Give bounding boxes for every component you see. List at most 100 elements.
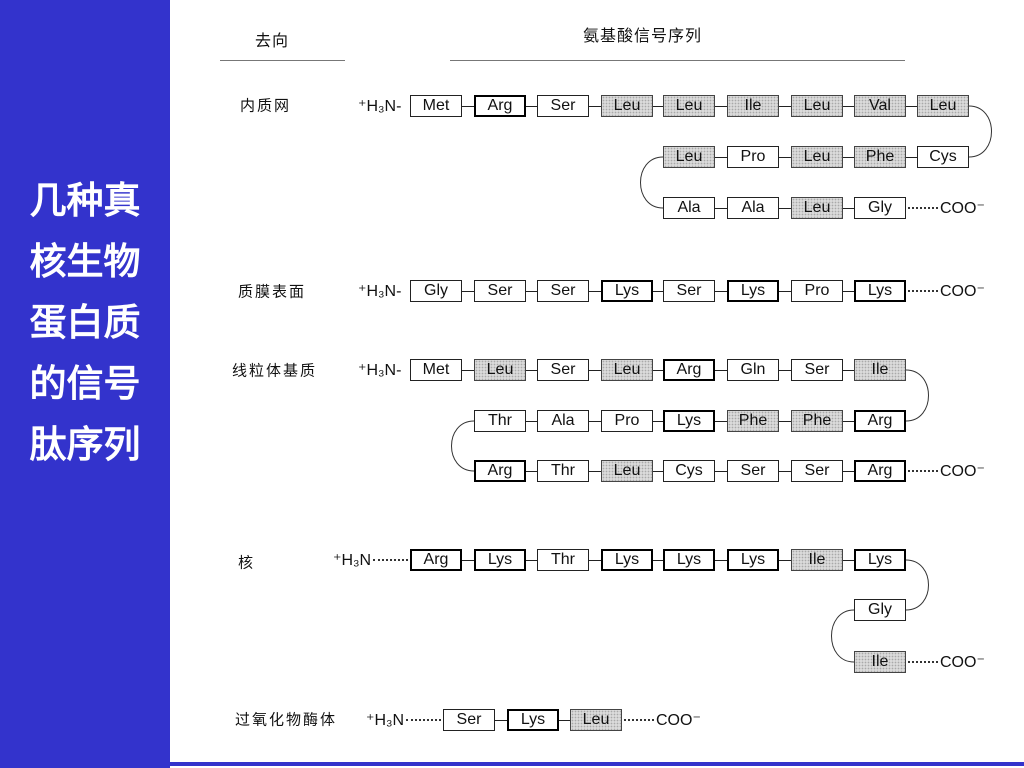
dotted-leader	[624, 719, 654, 721]
residue-box: Met	[410, 95, 462, 117]
destination-label: 内质网	[240, 96, 292, 115]
c-terminus-label: COO⁻	[940, 200, 985, 217]
peptide-bond	[653, 106, 663, 107]
residue-box: Lys	[663, 410, 715, 432]
residue-box: Ala	[537, 410, 589, 432]
residue-box: Thr	[474, 410, 526, 432]
residue-box: Ile	[854, 359, 906, 381]
peptide-bond	[589, 471, 601, 472]
residue-box: Ile	[791, 549, 843, 571]
residue-box: Ile	[854, 651, 906, 673]
residue-box: Ala	[663, 197, 715, 219]
dotted-leader	[908, 290, 938, 292]
peptide-bond	[653, 471, 663, 472]
c-terminus: COO⁻	[906, 280, 985, 302]
dotted-leader	[373, 559, 408, 561]
peptide-bond	[495, 720, 507, 721]
peptide-bond	[653, 560, 663, 561]
peptide-bond	[653, 291, 663, 292]
residue-box: Phe	[854, 146, 906, 168]
residue-box: Ser	[537, 359, 589, 381]
bottom-rule	[0, 762, 1024, 766]
residue-box: Leu	[570, 709, 622, 731]
residue-box: Val	[854, 95, 906, 117]
residue-box: Arg	[474, 460, 526, 482]
peptide-bond	[906, 106, 917, 107]
peptide-bond	[715, 157, 727, 158]
residue-box: Leu	[917, 95, 969, 117]
peptide-bond	[526, 291, 537, 292]
peptide-bond	[653, 370, 663, 371]
chain-turn	[831, 609, 855, 663]
residue-box: Ser	[791, 359, 843, 381]
residue-box: Thr	[537, 460, 589, 482]
residue-box: Phe	[727, 410, 779, 432]
residue-box: Cys	[663, 460, 715, 482]
peptide-bond	[715, 560, 727, 561]
peptide-bond	[526, 471, 537, 472]
peptide-bond	[779, 560, 791, 561]
peptide-bond	[779, 471, 791, 472]
residue-box: Ser	[727, 460, 779, 482]
peptide-bond	[715, 208, 727, 209]
n-terminus: ⁺H₃N	[366, 709, 443, 731]
residue-box: Ile	[727, 95, 779, 117]
residue-box: Ser	[537, 280, 589, 302]
peptide-bond	[653, 421, 663, 422]
destination-label: 线粒体基质	[232, 361, 318, 380]
slide-title-line: 肽序列	[29, 422, 141, 466]
residue-box: Pro	[791, 280, 843, 302]
peptide-bond	[526, 106, 537, 107]
peptide-bond	[589, 370, 601, 371]
residue-box: Lys	[663, 549, 715, 571]
dotted-leader	[908, 207, 938, 209]
peptide-bond	[715, 471, 727, 472]
chain-turn	[968, 105, 992, 158]
residue-box: Arg	[663, 359, 715, 381]
residue-box: Leu	[791, 197, 843, 219]
residue-box: Arg	[474, 95, 526, 117]
residue-box: Lys	[727, 549, 779, 571]
peptide-bond	[779, 157, 791, 158]
peptide-bond	[526, 560, 537, 561]
residue-box: Leu	[663, 95, 715, 117]
residue-box: Gly	[410, 280, 462, 302]
residue-box: Leu	[663, 146, 715, 168]
n-terminus-label: ⁺H₃N-	[358, 362, 402, 379]
residue-box: Leu	[791, 95, 843, 117]
residue-box: Arg	[854, 410, 906, 432]
c-terminus-label: COO⁻	[940, 654, 985, 671]
n-terminus: ⁺H₃N-	[358, 359, 410, 381]
residue-box: Ser	[663, 280, 715, 302]
residue-box: Gly	[854, 197, 906, 219]
residue-box: Leu	[474, 359, 526, 381]
n-terminus-label: ⁺H₃N	[366, 712, 405, 729]
residue-box: Lys	[507, 709, 559, 731]
peptide-bond	[779, 421, 791, 422]
chain-turn	[905, 559, 929, 611]
residue-box: Lys	[854, 280, 906, 302]
slide-title: 几种真 核生物 蛋白质 的信号 肽序列	[0, 170, 170, 475]
peptide-bond	[462, 370, 474, 371]
n-terminus-label: ⁺H₃N-	[358, 283, 402, 300]
c-terminus-label: COO⁻	[656, 712, 701, 729]
residue-box: Pro	[727, 146, 779, 168]
peptide-bond	[715, 370, 727, 371]
residue-box: Ser	[537, 95, 589, 117]
residue-box: Lys	[727, 280, 779, 302]
dotted-leader	[908, 661, 938, 663]
peptide-bond	[843, 421, 854, 422]
peptide-bond	[589, 421, 601, 422]
dotted-leader	[908, 470, 938, 472]
peptide-bond	[559, 720, 570, 721]
peptide-bond	[843, 370, 854, 371]
chain-turn	[640, 156, 664, 209]
peptide-bond	[843, 471, 854, 472]
header-sequence: 氨基酸信号序列	[583, 26, 703, 45]
chain-turn	[905, 369, 929, 422]
n-terminus-label: ⁺H₃N-	[358, 98, 402, 115]
residue-box: Leu	[601, 359, 653, 381]
peptide-bond	[843, 560, 854, 561]
residue-box: Arg	[854, 460, 906, 482]
